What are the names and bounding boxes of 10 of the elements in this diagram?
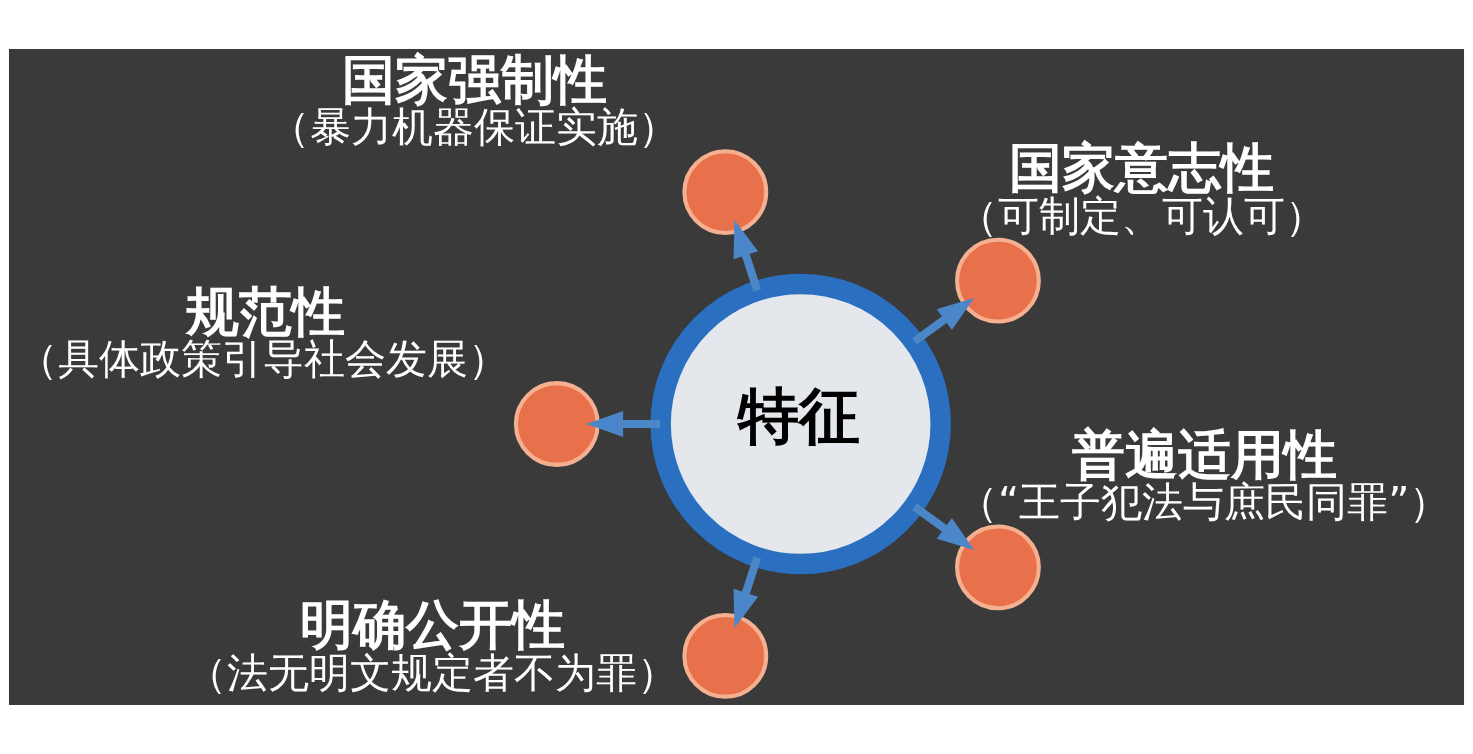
arrow [733, 556, 762, 628]
node-circle [955, 524, 1041, 611]
arrow [911, 503, 975, 551]
arrow [733, 220, 762, 292]
node-circle [682, 149, 769, 236]
arrow [586, 411, 661, 437]
node-circle [513, 381, 600, 467]
node-circle [682, 613, 769, 699]
node-circle [955, 237, 1041, 324]
arrow [911, 297, 975, 345]
